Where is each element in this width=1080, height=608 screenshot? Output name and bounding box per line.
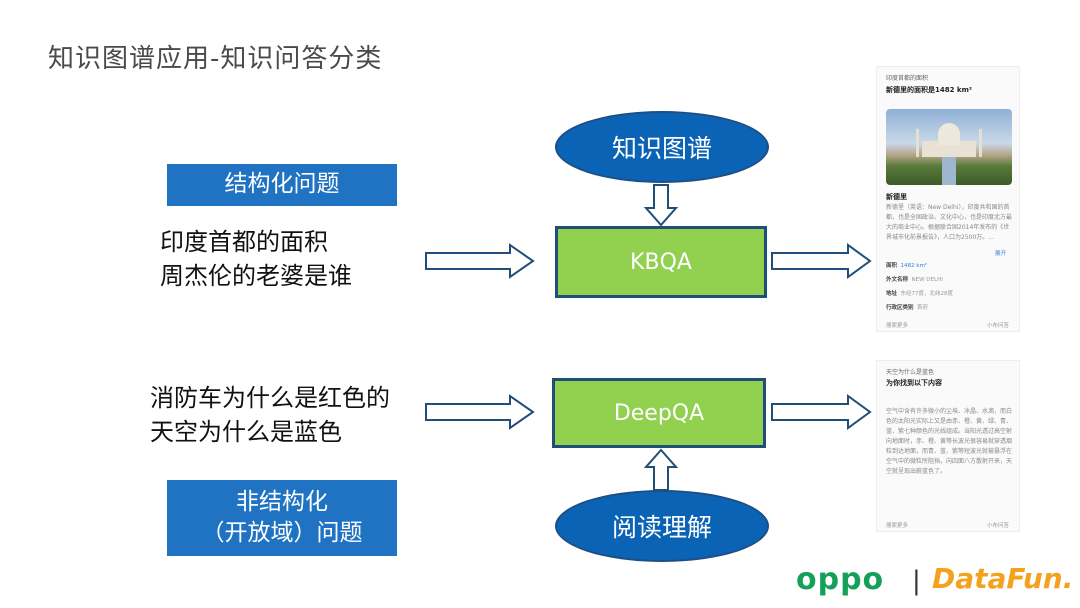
card-row: 面积 1482 km²: [886, 263, 928, 269]
oppo-logo: oppo: [796, 562, 885, 597]
arrow-questions-to-kbqa: [425, 243, 535, 279]
card-query: 印度首都的面积: [886, 75, 929, 82]
card-row: 地址 东经77度，北纬28度: [886, 291, 954, 297]
structured-question-label: 结构化问题: [167, 164, 397, 206]
datafun-logo: DataFun.: [932, 562, 1074, 595]
kbqa-label: KBQA: [630, 249, 692, 275]
question-example: 周杰伦的老婆是谁: [160, 262, 352, 290]
reading-comprehension-node: 阅读理解: [555, 490, 769, 562]
knowledge-graph-label: 知识图谱: [611, 134, 712, 163]
logo-separator: |: [912, 566, 921, 596]
card-row: 外文名称 NEW DELHI: [886, 277, 943, 283]
arrow-rc-to-deepqa: [643, 448, 679, 491]
card-answer: 为你找到以下内容: [886, 379, 942, 387]
unstructured-label-line1: 非结构化: [236, 488, 328, 515]
card-row: 行政区类别 首府: [886, 305, 929, 311]
new-delhi-photo: [886, 109, 1012, 185]
deepqa-label: DeepQA: [613, 400, 705, 426]
kbqa-node: KBQA: [555, 226, 767, 298]
slide-title: 知识图谱应用-知识问答分类: [48, 44, 383, 74]
unstructured-question-examples: 消防车为什么是红色的 天空为什么是蓝色: [150, 381, 390, 449]
arrow-kg-to-kbqa: [643, 184, 679, 227]
question-example: 天空为什么是蓝色: [150, 418, 342, 446]
arrow-deepqa-to-card: [771, 394, 872, 430]
card-entity-name: 新德里: [886, 193, 907, 201]
card-body: 空气中含有许多微小的尘埃、冰晶、水滴，而白色的太阳光实际上又是由赤、橙、黄、绿、…: [886, 408, 1013, 475]
arrow-kbqa-to-card: [771, 243, 872, 279]
knowledge-graph-node: 知识图谱: [555, 111, 769, 183]
unstructured-question-label: 非结构化 （开放域）问题: [167, 480, 397, 556]
card-search-more[interactable]: 搜索更多: [886, 523, 909, 529]
structured-label-text: 结构化问题: [224, 171, 340, 198]
deepqa-node: DeepQA: [552, 378, 766, 448]
card-description: 新德里（英语：New Delhi），印度共和国的首都，也是全国政治、文化中心，也…: [886, 204, 1013, 241]
card-source: 小布问答: [987, 523, 1010, 529]
card-source: 小布问答: [987, 323, 1010, 329]
structured-question-examples: 印度首都的面积 周杰伦的老婆是谁: [160, 225, 352, 293]
card-answer: 新德里的面积是1482 km²: [886, 86, 972, 94]
card-query: 天空为什么是蓝色: [886, 369, 935, 376]
question-example: 消防车为什么是红色的: [150, 384, 390, 412]
deepqa-answer-card: 天空为什么是蓝色 为你找到以下内容 空气中含有许多微小的尘埃、冰晶、水滴，而白色…: [876, 360, 1020, 532]
card-search-more[interactable]: 搜索更多: [886, 323, 909, 329]
arrow-questions-to-deepqa: [425, 394, 535, 430]
kbqa-answer-card: 印度首都的面积 新德里的面积是1482 km² 新德里 新德里（英语：New D…: [876, 66, 1020, 332]
question-example: 印度首都的面积: [160, 228, 328, 256]
card-expand-link[interactable]: 展开: [995, 251, 1007, 257]
reading-comprehension-label: 阅读理解: [611, 513, 712, 542]
unstructured-label-line2: （开放域）问题: [201, 520, 363, 546]
